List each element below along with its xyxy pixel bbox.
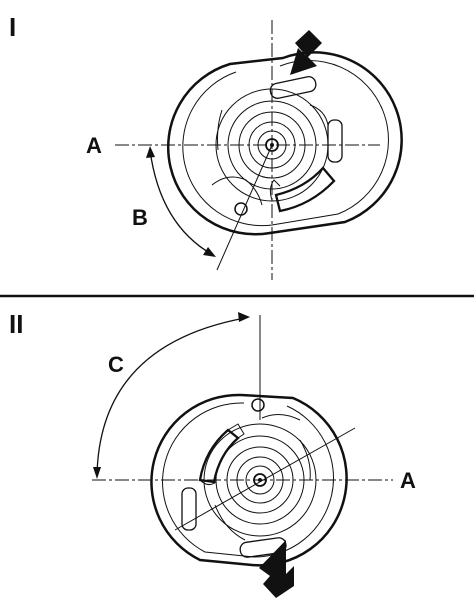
panel-2-angle-label: C [108,352,124,377]
panel-2-numeral: II [9,309,23,339]
panel-1-rotor [167,51,403,236]
panel-1-angle-label: B [132,205,148,230]
panel-1: I [9,12,403,280]
panel-2-rotor [150,393,348,567]
panel-1-angle-arc [146,146,216,257]
arrow-icon [259,540,294,598]
panel-1-axis-label: A [86,133,102,158]
arrow-icon [290,30,322,75]
panel-2-angle-arc [93,312,250,479]
panel-1-radial-line [216,144,273,271]
panel-2: II [9,309,416,598]
panel-2-axis-label: A [400,468,416,493]
panel-1-centerlines [115,20,380,280]
panel-1-numeral: I [9,12,16,42]
